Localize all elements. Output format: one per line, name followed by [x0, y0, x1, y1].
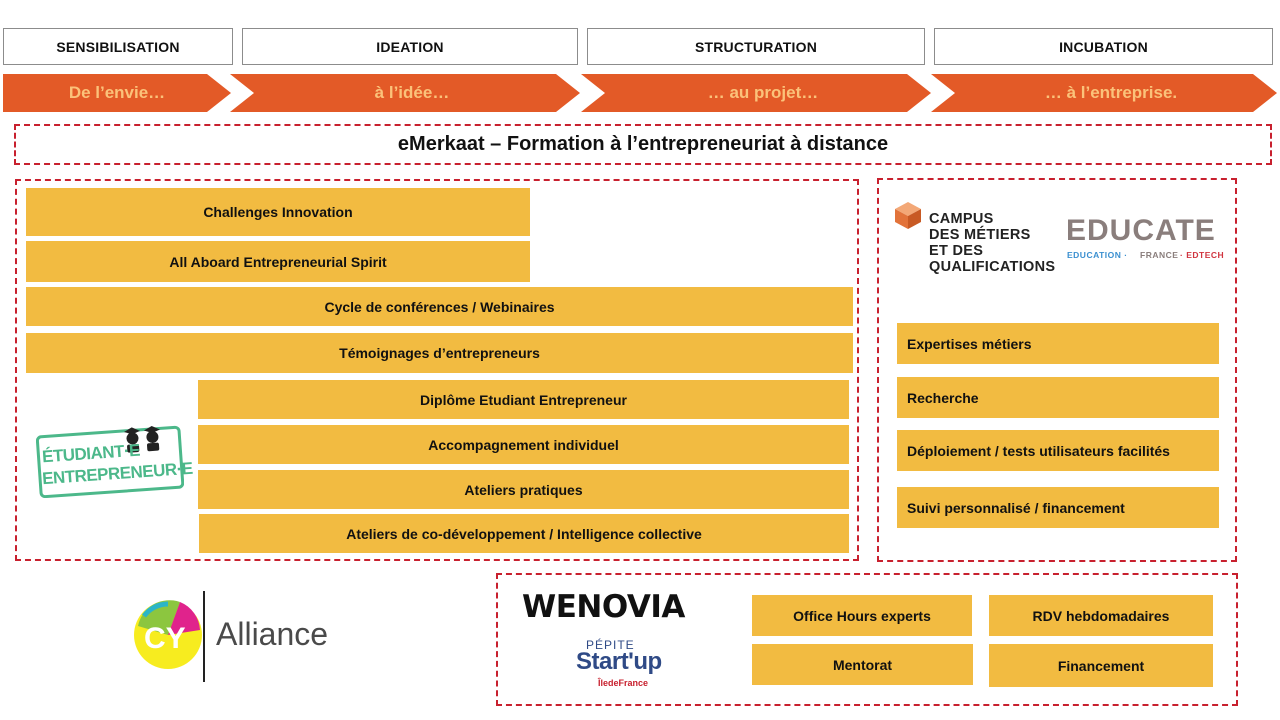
stage-incubation: INCUBATION: [934, 28, 1273, 65]
item-mentorat: Mentorat: [752, 644, 973, 685]
educate-sub-education: EDUCATION ·: [1067, 250, 1128, 260]
item-cycle-conferences: Cycle de conférences / Webinaires: [26, 287, 853, 326]
item-ateliers-pratiques: Ateliers pratiques: [198, 470, 849, 509]
item-financement: Financement: [989, 644, 1213, 687]
chevron-entreprise: … à l’entreprise.: [931, 74, 1277, 112]
etudiant-entrepreneur-badge-icon: [36, 425, 184, 498]
bottom-panel-frame: [496, 573, 1238, 706]
stage-sensibilisation: SENSIBILISATION: [3, 28, 233, 65]
startup-label: Start'up: [576, 648, 662, 675]
left-panel-frame: [15, 179, 859, 561]
educate-sub-france: FRANCE: [1140, 250, 1179, 260]
cy-mark-text: CY: [144, 622, 186, 655]
chevron-envie: De l’envie…: [3, 74, 231, 112]
chevron-projet: … au projet…: [581, 74, 931, 112]
item-temoignages: Témoignages d’entrepreneurs: [26, 333, 853, 373]
stage-structuration: STRUCTURATION: [587, 28, 925, 65]
item-challenges-innovation: Challenges Innovation: [26, 188, 530, 236]
educate-sub-edtech: · EDTECH: [1180, 250, 1225, 260]
chevron-idee: à l’idée…: [230, 74, 580, 112]
cmq-cube-icon: [895, 202, 921, 229]
cmq-line3: ET DES: [929, 243, 984, 259]
educate-logo: EDUCATE EDUCATION · FRANCE · EDTECH: [1066, 214, 1226, 264]
iledefrance-label: ÎledeFrance: [598, 678, 649, 688]
cmq-line4: QUALIFICATIONS: [929, 259, 1056, 275]
wenovia-logo: WENOVIA: [522, 589, 685, 625]
cy-alliance-text: Alliance: [216, 616, 329, 652]
item-diplome: Diplôme Etudiant Entrepreneur: [198, 380, 849, 419]
item-all-aboard: All Aboard Entrepreneurial Spirit: [26, 241, 530, 282]
item-rdv-hebdomadaires: RDV hebdomadaires: [989, 595, 1213, 636]
item-accompagnement: Accompagnement individuel: [198, 425, 849, 464]
emerkaat-frame: [14, 124, 1272, 165]
cy-mark-icon: CY: [134, 591, 205, 682]
pepite-startup-logo: PÉPITE Start'up ÎledeFrance: [574, 638, 684, 692]
stage-ideation: IDEATION: [242, 28, 578, 65]
etudiant-entrepreneur-logo: ÉTUDIANT·E ENTREPRENEUR·E: [36, 424, 193, 498]
cmq-logo: CAMPUS DES MÉTIERS ET DES QUALIFICATIONS: [893, 200, 1063, 280]
emerkaat-title: eMerkaat – Formation à l’entrepreneuriat…: [397, 133, 889, 155]
item-recherche: Recherche: [897, 377, 1219, 418]
item-suivi-personnalise: Suivi personnalisé / financement: [897, 487, 1219, 528]
cmq-line2: DES MÉTIERS: [929, 227, 1031, 243]
right-panel-frame: [877, 178, 1237, 562]
item-deploiement: Déploiement / tests utilisateurs facilit…: [897, 430, 1219, 471]
item-co-developpement: Ateliers de co-développement / Intellige…: [199, 514, 849, 553]
cy-alliance-logo: CY Alliance: [128, 588, 358, 684]
pepite-label: PÉPITE: [586, 638, 635, 652]
cmq-line1: CAMPUS: [929, 211, 994, 227]
item-expertises-metiers: Expertises métiers: [897, 323, 1219, 364]
item-office-hours: Office Hours experts: [752, 595, 972, 636]
educate-wordmark: EDUCATE: [1066, 214, 1216, 247]
